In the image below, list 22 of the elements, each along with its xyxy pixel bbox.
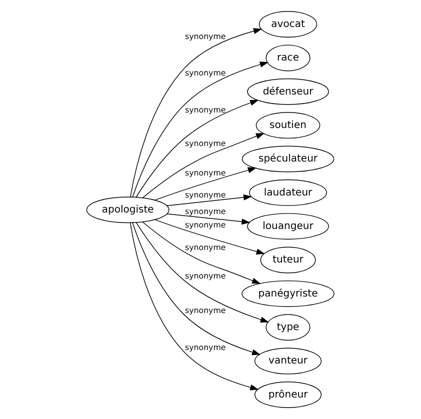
node-ellipse: laudateur <box>249 179 327 206</box>
arrow <box>166 214 250 225</box>
arrow <box>132 62 269 198</box>
arrow <box>136 100 259 198</box>
node-ellipse: louangeur <box>247 213 329 240</box>
arrow <box>130 222 259 390</box>
node-ellipse: apologiste <box>86 196 170 224</box>
arrow <box>130 28 262 198</box>
node-ellipse: prôneur <box>254 381 322 408</box>
arrow <box>154 219 265 254</box>
node-ellipse: panégyriste <box>242 280 334 307</box>
arrow <box>166 194 252 206</box>
node-ellipse: tuteur <box>260 246 316 274</box>
node-ellipse: type <box>266 314 310 341</box>
arrow <box>132 222 261 356</box>
arrow <box>142 222 261 284</box>
arrow <box>136 222 270 323</box>
node-ellipse: vanteur <box>254 348 322 374</box>
node-ellipse: avocat <box>258 11 318 38</box>
arrow <box>154 167 257 200</box>
arrow <box>142 133 265 198</box>
node-ellipse: race <box>266 44 310 72</box>
